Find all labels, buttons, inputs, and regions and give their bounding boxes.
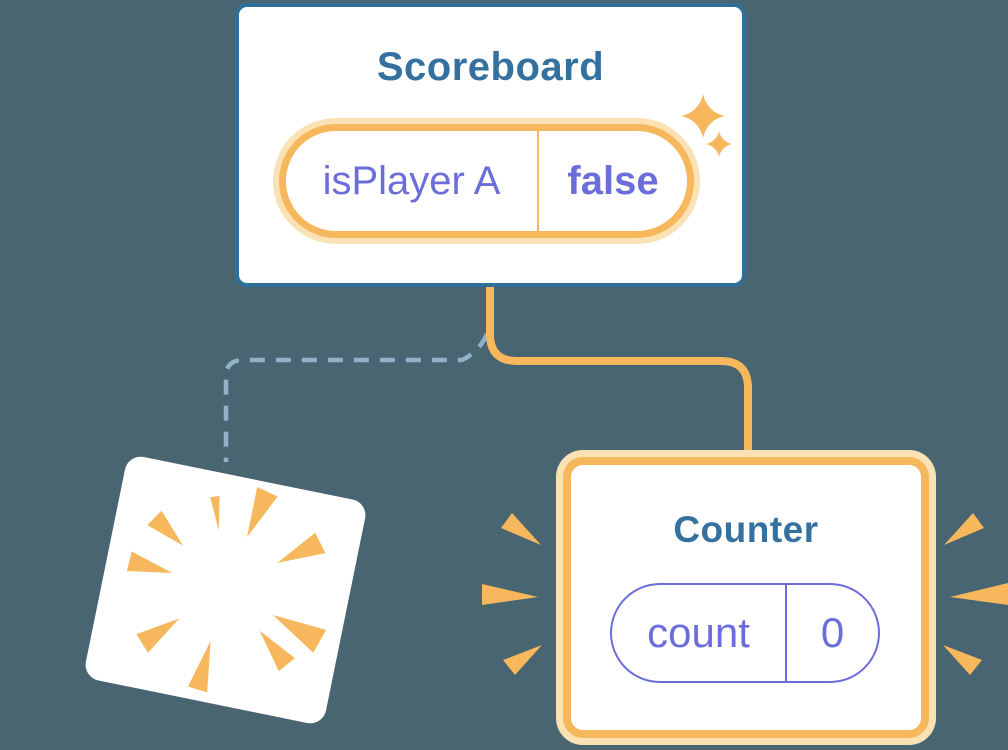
removed-component-card bbox=[82, 453, 369, 727]
scoreboard-state-pill-highlight: isPlayer A false bbox=[273, 118, 700, 244]
removed-branch-connector bbox=[223, 333, 490, 462]
emphasis-lines-right-icon bbox=[943, 513, 1008, 675]
scoreboard-component-card: Scoreboard isPlayer A false bbox=[235, 3, 746, 287]
counter-state-pill: count 0 bbox=[610, 583, 880, 683]
pill-divider bbox=[537, 131, 539, 231]
state-name: count bbox=[647, 609, 750, 656]
active-branch-connector bbox=[486, 284, 752, 454]
sparkle-icon bbox=[681, 94, 732, 157]
pill-divider bbox=[785, 585, 787, 681]
state-value: false bbox=[567, 158, 659, 203]
state-value: 0 bbox=[820, 609, 845, 656]
poof-burst-icon bbox=[126, 487, 327, 693]
counter-card-highlight: Counter count 0 bbox=[556, 450, 936, 745]
counter-component-card: Counter count 0 bbox=[563, 457, 929, 738]
state-name: isPlayer A bbox=[322, 158, 501, 203]
emphasis-lines-left-icon bbox=[482, 513, 542, 675]
scoreboard-title: Scoreboard bbox=[376, 45, 605, 89]
scoreboard-state-pill: isPlayer A false bbox=[279, 124, 694, 238]
counter-title: Counter bbox=[673, 509, 819, 550]
